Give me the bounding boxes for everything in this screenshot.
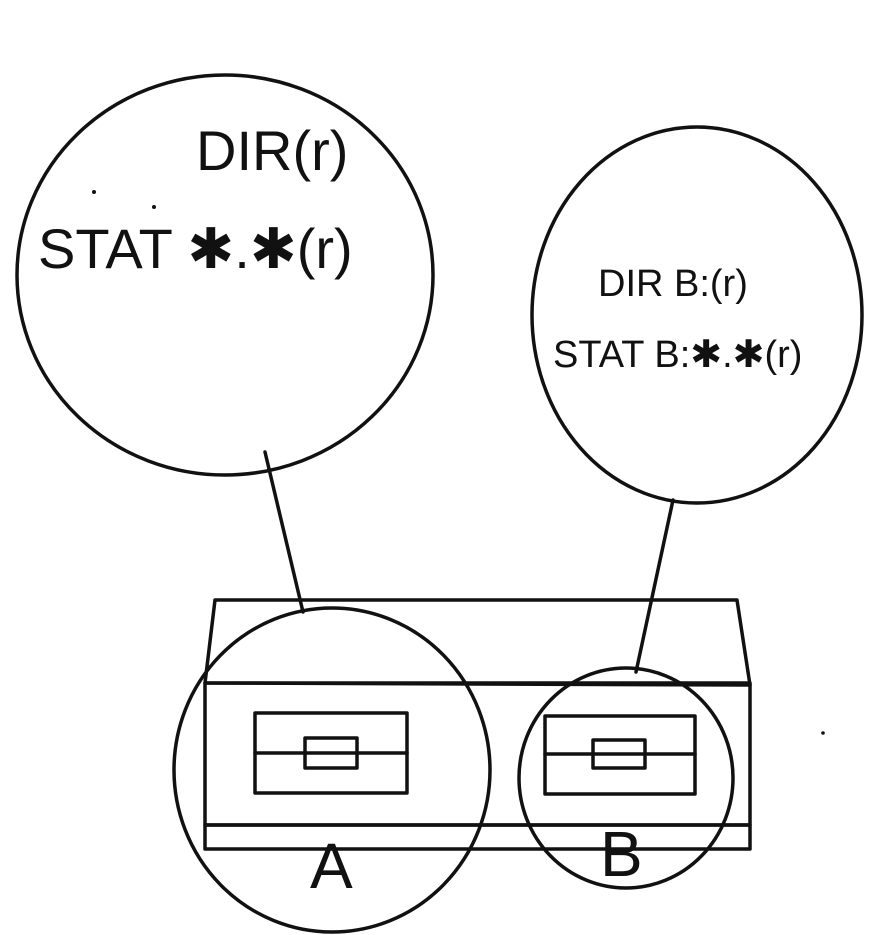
cabinet-base bbox=[203, 823, 752, 851]
drive-b-callout-bubble bbox=[530, 125, 864, 505]
drive-a-label: A bbox=[310, 830, 353, 902]
drive-b-command-dir: DIR B:(r) bbox=[598, 263, 748, 305]
drive-a-highlight-circle bbox=[172, 606, 492, 934]
drive-a-command-stat: STAT ✱.✱(r) bbox=[38, 217, 353, 280]
scan-speck bbox=[821, 731, 825, 735]
drive-a-latch bbox=[303, 736, 359, 770]
drive-b-highlight-circle bbox=[517, 666, 735, 890]
scan-speck bbox=[92, 190, 96, 194]
drive-b-connector-line bbox=[634, 498, 675, 674]
cabinet-top-face bbox=[203, 598, 752, 687]
drive-a-callout-bubble bbox=[15, 73, 435, 477]
drive-a-command-dir: DIR(r) bbox=[196, 119, 348, 182]
drive-a-slot bbox=[253, 711, 409, 795]
drive-cabinet bbox=[203, 598, 752, 851]
drive-b-latch bbox=[591, 738, 647, 770]
drive-a-connector-line bbox=[263, 450, 305, 614]
drive-b-command-stat: STAT B:✱.✱(r) bbox=[553, 334, 802, 376]
drive-b-label: B bbox=[600, 818, 643, 890]
scan-speck bbox=[152, 205, 156, 209]
drive-b-slot bbox=[543, 714, 697, 796]
